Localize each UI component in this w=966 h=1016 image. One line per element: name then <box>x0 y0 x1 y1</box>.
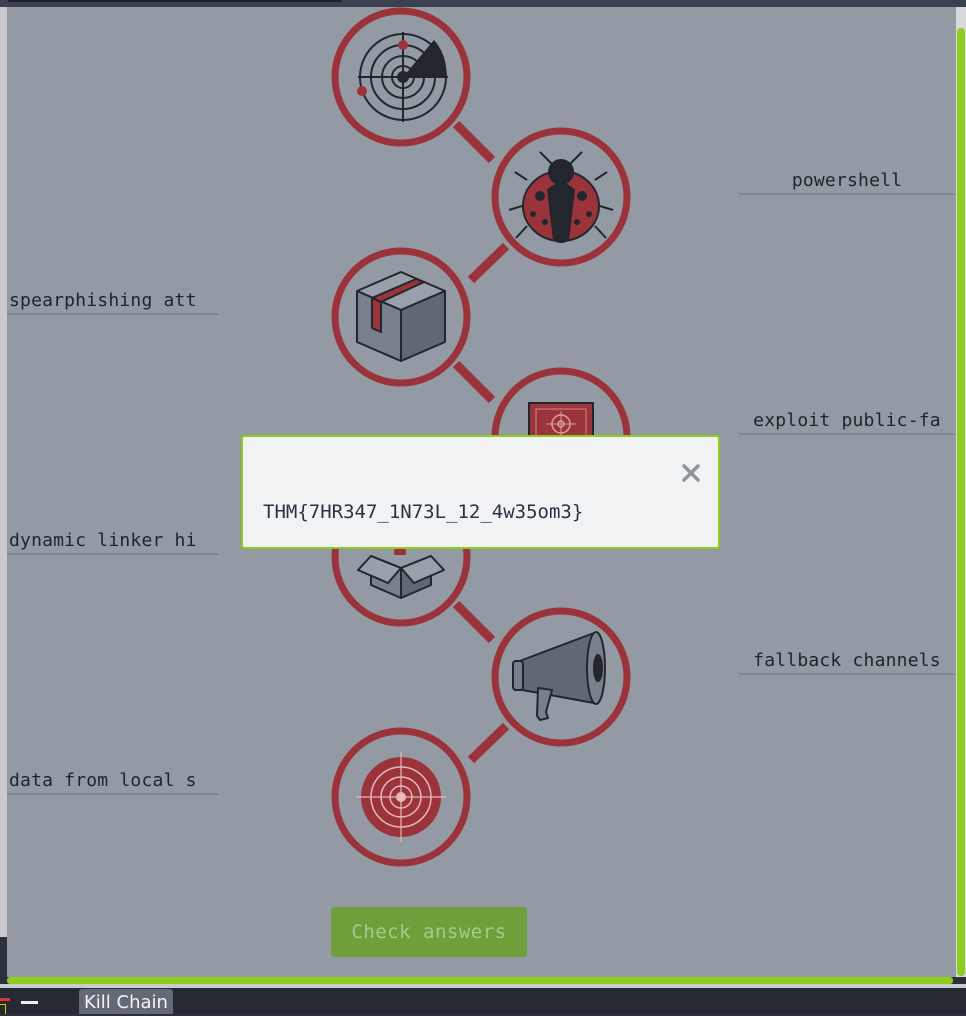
connector-line <box>467 722 510 764</box>
connector-line <box>467 242 510 284</box>
stage-node-radar <box>331 7 471 147</box>
answer-field-right-1[interactable]: powershell <box>739 169 955 195</box>
stage-node-megaphone <box>491 607 631 747</box>
answer-field-right-2[interactable]: exploit public-fa <box>739 409 955 435</box>
window-menu-icon[interactable] <box>20 998 40 1008</box>
left-edge <box>0 7 7 937</box>
flag-modal: THM{7HR347_1N73L_12_4w35om3} <box>241 435 720 549</box>
scrollbar-thumb[interactable] <box>957 28 965 976</box>
bottom-gap <box>0 984 966 988</box>
megaphone-icon <box>512 631 606 721</box>
open-box-icon <box>357 545 445 599</box>
radar-icon <box>357 32 448 122</box>
package-icon <box>356 271 446 362</box>
stage-node-ladybug <box>491 127 631 267</box>
close-icon[interactable] <box>679 461 703 485</box>
answer-field-left-2[interactable]: dynamic linker hi <box>7 529 218 555</box>
answer-field-left-3[interactable]: data from local s <box>7 769 218 795</box>
start-corner-mark <box>0 1004 6 1014</box>
connector-line <box>452 120 496 164</box>
window-top-tab <box>8 0 342 2</box>
taskbar-item-kill-chain[interactable]: Kill Chain <box>79 989 173 1014</box>
window-top-bar <box>0 0 966 7</box>
bullseye-icon <box>356 752 446 842</box>
connector-line <box>452 360 496 404</box>
connector-lines <box>452 120 510 764</box>
stage-node-package <box>331 247 471 387</box>
bottom-accent-bar <box>7 977 953 984</box>
connector-line <box>452 600 496 644</box>
stage-node-bullseye <box>331 727 471 867</box>
ladybug-icon <box>508 151 614 243</box>
flag-text: THM{7HR347_1N73L_12_4w35om3} <box>263 501 584 523</box>
start-indicator <box>0 998 10 1001</box>
answer-field-right-3[interactable]: fallback channels <box>739 649 955 675</box>
answer-field-left-1[interactable]: spearphishing att <box>7 289 218 315</box>
check-answers-button[interactable]: Check answers <box>331 907 527 957</box>
